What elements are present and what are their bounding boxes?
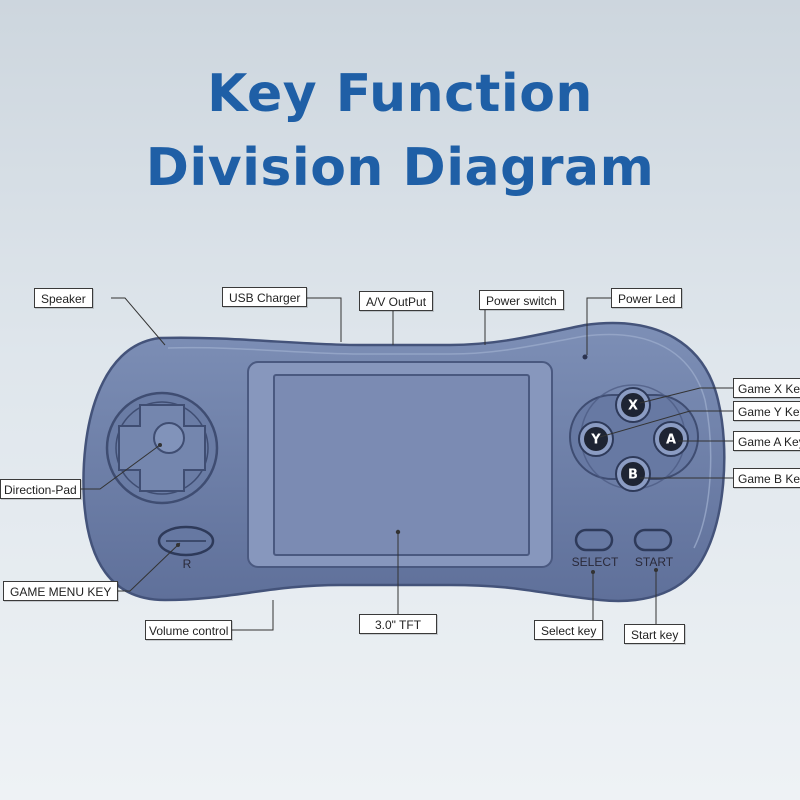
b-button-label: B <box>628 468 638 483</box>
screen-tft-label: 3.0" TFT <box>359 614 437 634</box>
game-menu-button[interactable] <box>157 525 215 557</box>
game-x-key-label: Game X Key <box>733 378 800 398</box>
d-pad[interactable] <box>105 391 219 505</box>
speaker-label: Speaker <box>34 288 93 308</box>
screen <box>273 374 530 556</box>
volume-control-label: Volume control <box>145 620 233 640</box>
power-switch-label: Power switch <box>479 290 564 310</box>
select-label: SELECT <box>572 555 619 569</box>
x-button-label: X <box>628 399 638 414</box>
start-button[interactable] <box>633 528 673 552</box>
usb-charger-label: USB Charger <box>222 287 308 307</box>
a-button[interactable]: A <box>653 421 689 457</box>
game-b-key-label: Game B Key <box>733 468 800 488</box>
leader-dots <box>158 443 658 574</box>
r-label: R <box>183 557 192 571</box>
power-led <box>582 354 588 360</box>
game-menu-key-label: GAME MENU KEY <box>3 581 119 601</box>
a-button-label: A <box>666 433 676 448</box>
direction-pad-label: Direction-Pad <box>0 479 81 499</box>
start-key-label: Start key <box>624 624 686 644</box>
select-button[interactable] <box>574 528 614 552</box>
av-output-label: A/V OutPut <box>359 291 434 311</box>
x-button[interactable]: X <box>615 387 651 423</box>
game-y-key-label: Game Y Key <box>733 401 800 421</box>
start-label: START <box>635 555 674 569</box>
game-a-key-label: Game A Key <box>733 431 800 451</box>
y-button[interactable]: Y <box>578 421 614 457</box>
power-led-label: Power Led <box>611 288 683 308</box>
y-button-label: Y <box>590 433 601 448</box>
b-button[interactable]: B <box>615 456 651 492</box>
title-line-1: Key Function <box>207 64 593 124</box>
select-key-label: Select key <box>534 620 604 640</box>
title-line-2: Division Diagram <box>145 138 655 198</box>
